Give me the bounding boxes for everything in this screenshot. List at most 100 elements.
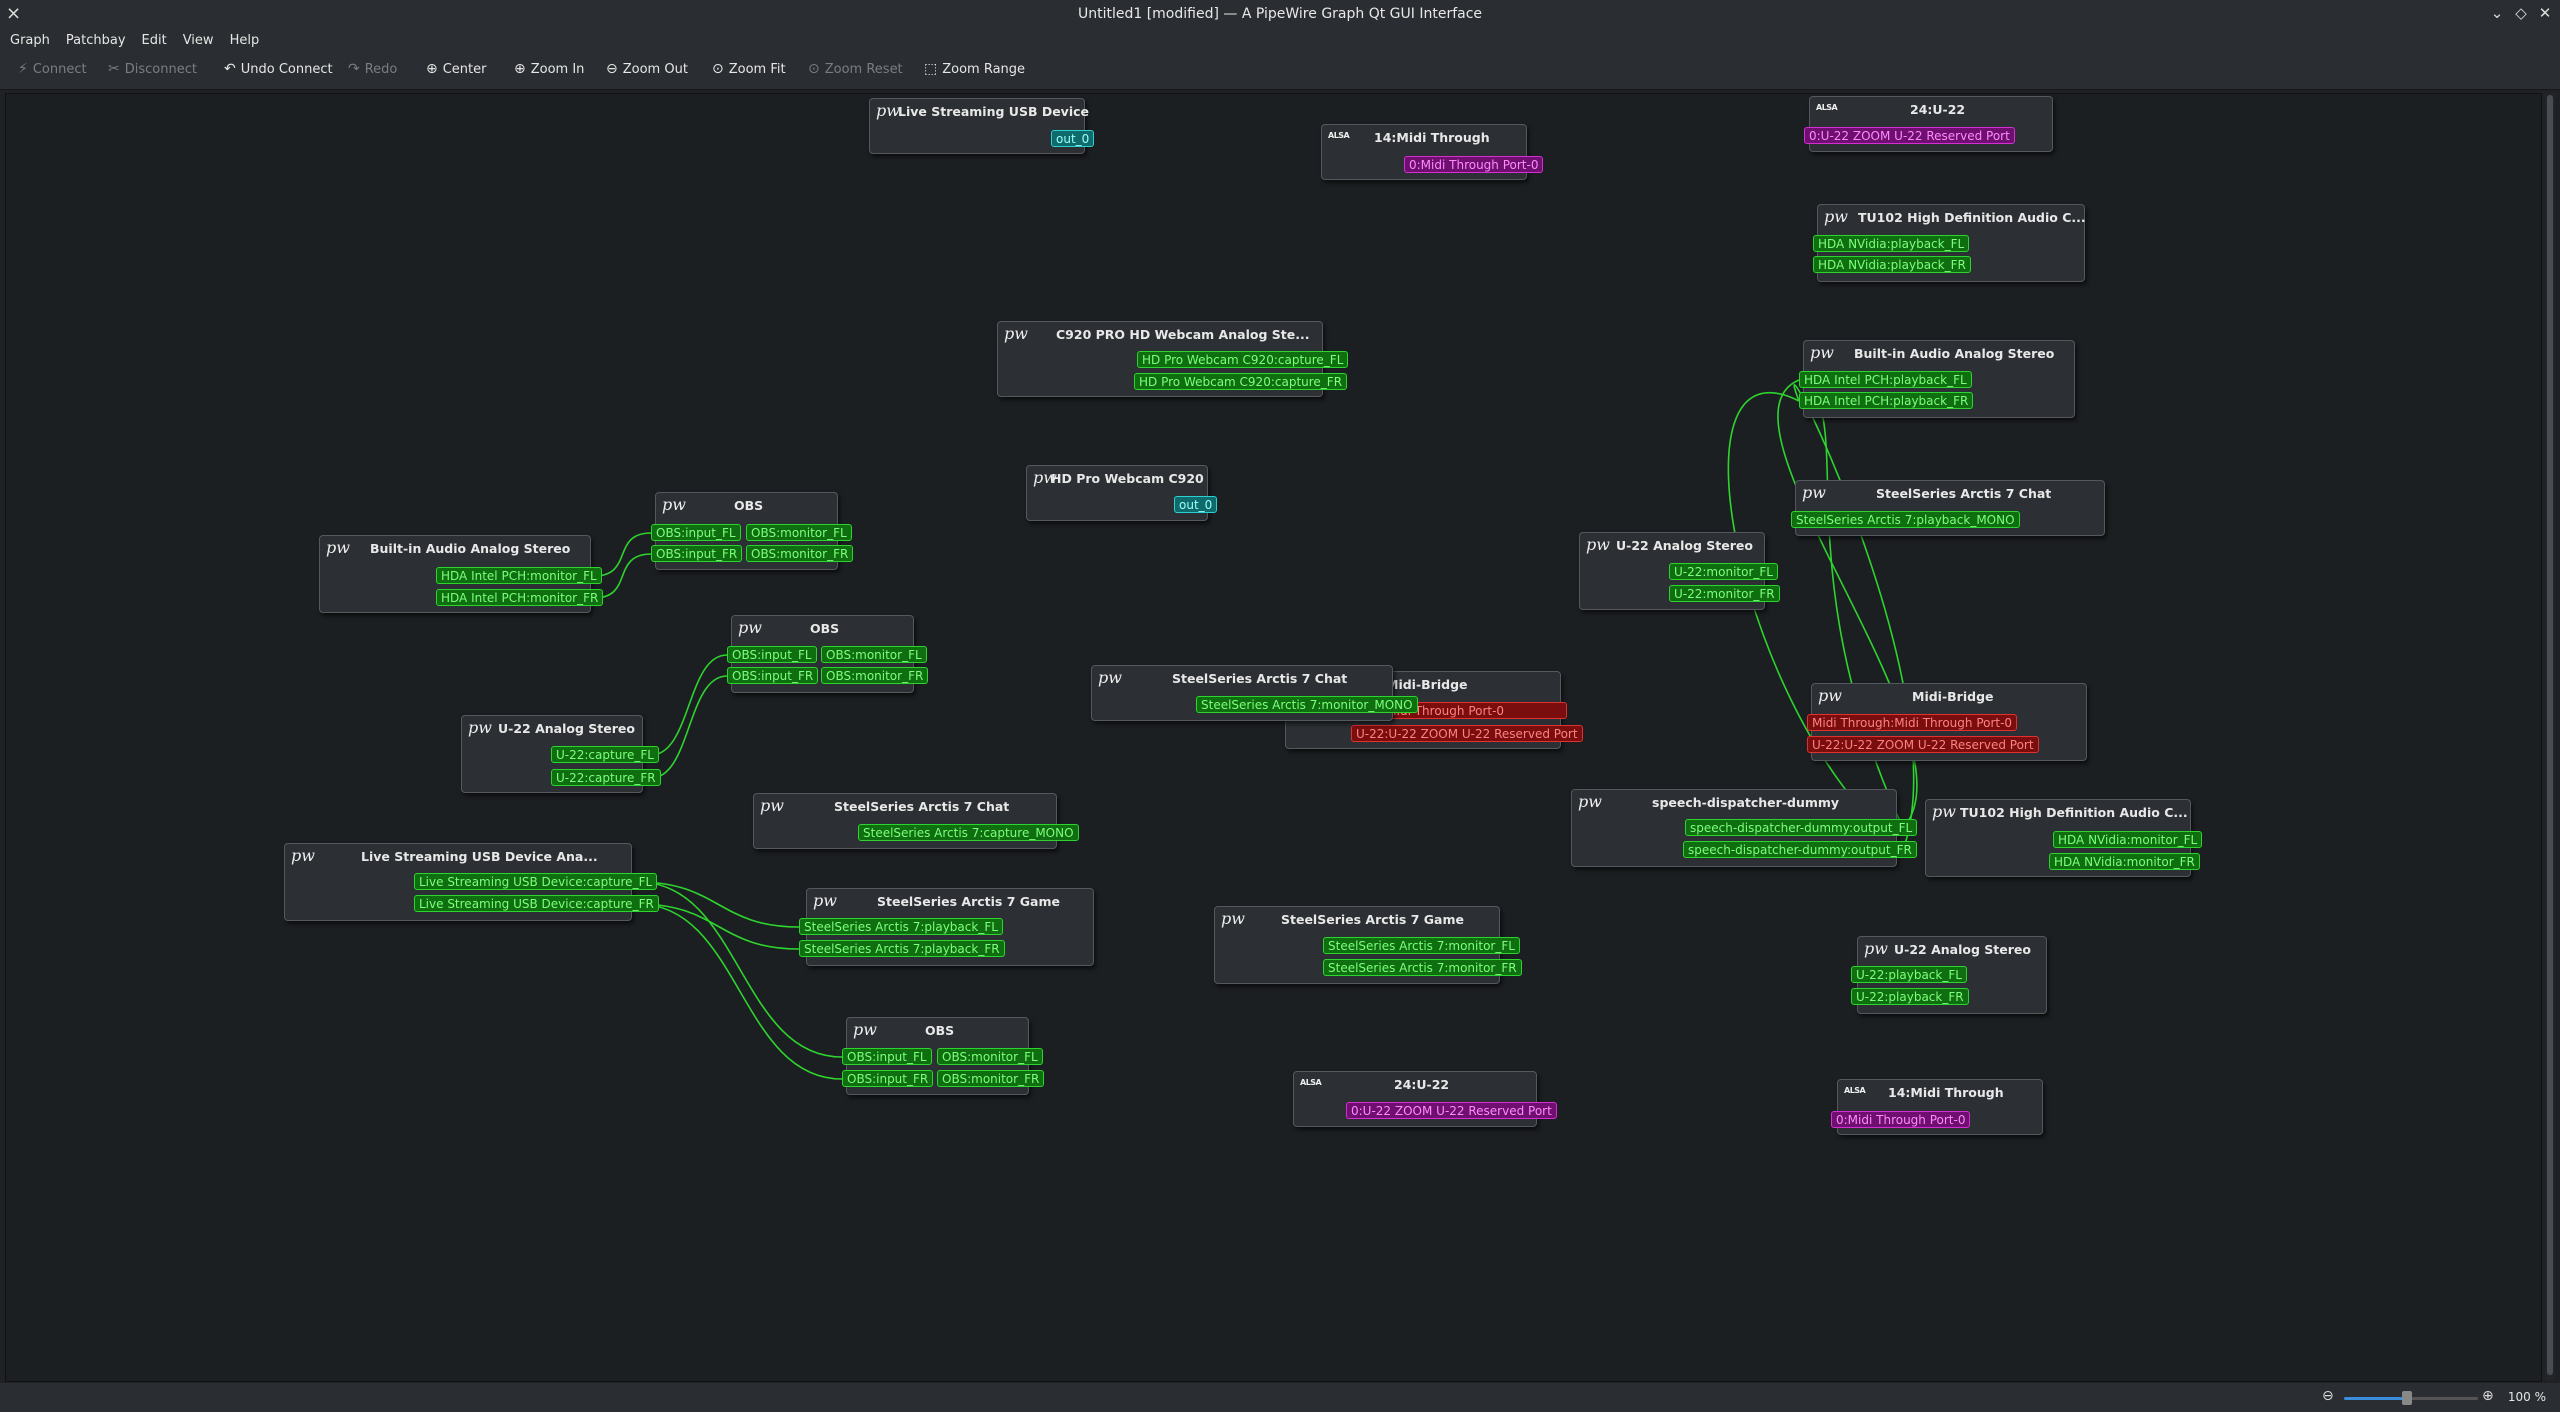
- port-obs-monitor-fr[interactable]: OBS:monitor_FR: [821, 667, 929, 684]
- port-hda-nvidia-playback-fl[interactable]: HDA NVidia:playback_FL: [1813, 235, 1970, 252]
- node-title: U-22 Analog Stereo: [498, 721, 635, 736]
- zoom-range-icon: ⬚: [924, 61, 938, 77]
- port-obs-monitor-fl[interactable]: OBS:monitor_FL: [937, 1048, 1043, 1065]
- port-u-22-capture-fr[interactable]: U-22:capture_FR: [551, 769, 661, 786]
- scrollbar-thumb[interactable]: [2547, 95, 2553, 1375]
- port-obs-input-fl[interactable]: OBS:input_FL: [842, 1048, 932, 1065]
- port-live-streaming-usb-device-capture-fr[interactable]: Live Streaming USB Device:capture_FR: [414, 895, 659, 912]
- zoom-out-small-icon[interactable]: ⊖: [2322, 1388, 2334, 1404]
- port-obs-input-fl[interactable]: OBS:input_FL: [727, 646, 817, 663]
- pipewire-icon: pw: [1578, 792, 1602, 811]
- port-obs-input-fr[interactable]: OBS:input_FR: [842, 1070, 934, 1087]
- port-live-streaming-usb-device-capture-fl[interactable]: Live Streaming USB Device:capture_FL: [414, 873, 658, 890]
- vertical-scrollbar[interactable]: [2545, 93, 2555, 1380]
- port-midi-through-midi-through-port-0[interactable]: Midi Through:Midi Through Port-0: [1807, 714, 2018, 731]
- port-hda-nvidia-monitor-fr[interactable]: HDA NVidia:monitor_FR: [2049, 853, 2200, 870]
- connection-wire[interactable]: [1777, 379, 1918, 829]
- port-steelseries-arctis-7-capture-mono[interactable]: SteelSeries Arctis 7:capture_MONO: [858, 824, 1079, 841]
- port-hda-intel-pch-playback-fl[interactable]: HDA Intel PCH:playback_FL: [1799, 371, 1972, 388]
- menu-view[interactable]: View: [182, 33, 214, 48]
- port-u-22-playback-fr[interactable]: U-22:playback_FR: [1851, 988, 1969, 1005]
- pipewire-icon: pw: [1033, 468, 1057, 487]
- undo-icon: ↶: [224, 61, 236, 77]
- port-hda-intel-pch-monitor-fr[interactable]: HDA Intel PCH:monitor_FR: [436, 589, 604, 606]
- port-obs-monitor-fl[interactable]: OBS:monitor_FL: [821, 646, 927, 663]
- port-steelseries-arctis-7-playback-mono[interactable]: SteelSeries Arctis 7:playback_MONO: [1791, 511, 2020, 528]
- pipewire-icon: pw: [1802, 483, 1826, 502]
- connection-wire[interactable]: [1727, 391, 1904, 851]
- zoom-fit-icon: ⊙: [712, 61, 724, 77]
- center-button[interactable]: ⊕Center: [426, 61, 487, 77]
- menu-patchbay[interactable]: Patchbay: [65, 33, 126, 48]
- minimize-icon[interactable]: ⌄: [2490, 4, 2504, 22]
- port-obs-monitor-fr[interactable]: OBS:monitor_FR: [746, 545, 854, 562]
- port-0-u-22-zoom-u-22-reserved-port[interactable]: 0:U-22 ZOOM U-22 Reserved Port: [1346, 1102, 1557, 1119]
- zoom-fit-button[interactable]: ⊙Zoom Fit: [712, 61, 786, 77]
- port-u-22-playback-fl[interactable]: U-22:playback_FL: [1851, 966, 1967, 983]
- port-u-22-monitor-fr[interactable]: U-22:monitor_FR: [1669, 585, 1780, 602]
- connect-button[interactable]: ⚡Connect: [18, 61, 87, 77]
- maximize-icon[interactable]: ◇: [2515, 4, 2527, 22]
- port-hda-intel-pch-playback-fr[interactable]: HDA Intel PCH:playback_FR: [1799, 392, 1974, 409]
- zoom-out-button[interactable]: ⊖Zoom Out: [606, 61, 688, 77]
- port-hda-nvidia-playback-fr[interactable]: HDA NVidia:playback_FR: [1813, 256, 1971, 273]
- pipewire-icon: pw: [326, 538, 350, 557]
- menu-graph[interactable]: Graph: [10, 33, 50, 48]
- port-speech-dispatcher-dummy-output-fl[interactable]: speech-dispatcher-dummy:output_FL: [1685, 819, 1918, 836]
- close-icon[interactable]: ✕: [2538, 4, 2552, 22]
- port-out-0[interactable]: out_0: [1051, 130, 1095, 147]
- port-hda-nvidia-monitor-fl[interactable]: HDA NVidia:monitor_FL: [2053, 831, 2203, 848]
- connection-wire[interactable]: [650, 654, 728, 756]
- port-u-22-capture-fl[interactable]: U-22:capture_FL: [551, 746, 659, 763]
- port-steelseries-arctis-7-playback-fr[interactable]: SteelSeries Arctis 7:playback_FR: [799, 940, 1005, 957]
- redo-button[interactable]: ↷Redo: [348, 61, 398, 77]
- alsa-icon: ALSA: [1300, 1078, 1322, 1087]
- connect-icon: ⚡: [18, 61, 28, 77]
- connection-wire[interactable]: [637, 881, 843, 1058]
- port-obs-input-fr[interactable]: OBS:input_FR: [651, 545, 743, 562]
- port-steelseries-arctis-7-monitor-mono[interactable]: SteelSeries Arctis 7:monitor_MONO: [1196, 696, 1418, 713]
- port-0-midi-through-port-0[interactable]: 0:Midi Through Port-0: [1404, 156, 1544, 173]
- port-obs-input-fl[interactable]: OBS:input_FL: [651, 524, 741, 541]
- connection-wire[interactable]: [593, 553, 652, 599]
- undo-connect-button[interactable]: ↶Undo Connect: [224, 61, 333, 77]
- port-steelseries-arctis-7-playback-fl[interactable]: SteelSeries Arctis 7:playback_FL: [799, 918, 1003, 935]
- port-obs-input-fr[interactable]: OBS:input_FR: [727, 667, 819, 684]
- port-obs-monitor-fr[interactable]: OBS:monitor_FR: [937, 1070, 1045, 1087]
- zoom-reset-icon: ⊙: [808, 61, 820, 77]
- zoom-in-small-icon[interactable]: ⊕: [2482, 1388, 2494, 1404]
- port-0-midi-through-port-0[interactable]: 0:Midi Through Port-0: [1831, 1111, 1971, 1128]
- port-steelseries-arctis-7-monitor-fr[interactable]: SteelSeries Arctis 7:monitor_FR: [1323, 959, 1522, 976]
- zoom-in-button[interactable]: ⊕Zoom In: [514, 61, 585, 77]
- port-u-22-u-22-zoom-u-22-reserved-port[interactable]: U-22:U-22 ZOOM U-22 Reserved Port: [1807, 736, 2039, 753]
- node-title: Built-in Audio Analog Stereo: [1854, 346, 2055, 361]
- port-out-0[interactable]: out_0: [1174, 496, 1218, 513]
- port-hda-intel-pch-monitor-fl[interactable]: HDA Intel PCH:monitor_FL: [436, 567, 602, 584]
- connection-wire[interactable]: [593, 532, 652, 577]
- connection-wire[interactable]: [650, 675, 728, 779]
- connection-wire[interactable]: [637, 881, 800, 928]
- zoom-range-button[interactable]: ⬚Zoom Range: [924, 61, 1026, 77]
- zoom-slider-handle[interactable]: [2402, 1391, 2412, 1405]
- zoom-slider-track[interactable]: [2408, 1397, 2478, 1400]
- port-u-22-monitor-fl[interactable]: U-22:monitor_FL: [1669, 563, 1778, 580]
- menu-help[interactable]: Help: [229, 33, 260, 48]
- port-hd-pro-webcam-c920-capture-fr[interactable]: HD Pro Webcam C920:capture_FR: [1134, 373, 1348, 390]
- pipewire-icon: pw: [1098, 668, 1122, 687]
- menu-edit[interactable]: Edit: [141, 33, 167, 48]
- port-hd-pro-webcam-c920-capture-fl[interactable]: HD Pro Webcam C920:capture_FL: [1137, 351, 1349, 368]
- connection-wire[interactable]: [637, 903, 800, 950]
- disconnect-button[interactable]: ✂Disconnect: [108, 61, 197, 77]
- pipewire-icon: pw: [1810, 343, 1834, 362]
- connection-wire[interactable]: [1793, 384, 1915, 851]
- port-0-u-22-zoom-u-22-reserved-port[interactable]: 0:U-22 ZOOM U-22 Reserved Port: [1804, 127, 2015, 144]
- connection-wire[interactable]: [637, 903, 843, 1080]
- port-obs-monitor-fl[interactable]: OBS:monitor_FL: [746, 524, 852, 541]
- zoom-reset-button[interactable]: ⊙Zoom Reset: [808, 61, 903, 77]
- port-steelseries-arctis-7-monitor-fl[interactable]: SteelSeries Arctis 7:monitor_FL: [1323, 937, 1520, 954]
- port-u-22-u-22-zoom-u-22-reserved-port[interactable]: U-22:U-22 ZOOM U-22 Reserved Port: [1351, 725, 1583, 742]
- node-title: Live Streaming USB Device: [898, 104, 1089, 119]
- port-speech-dispatcher-dummy-output-fr[interactable]: speech-dispatcher-dummy:output_FR: [1683, 841, 1917, 858]
